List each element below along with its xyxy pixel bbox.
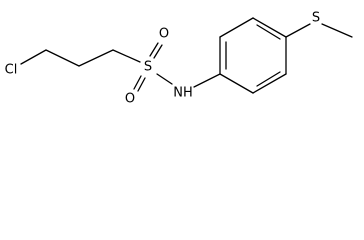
ring-bond-6 xyxy=(219,73,254,94)
bond-c3-s xyxy=(112,49,141,63)
ring-bond-3 xyxy=(252,17,287,38)
ring-inner-bond-2 xyxy=(256,24,281,40)
ring-bond-5 xyxy=(252,73,287,94)
bond-cl-c1 xyxy=(20,49,47,65)
chemical-structure: Cl S O O NH S xyxy=(5,11,353,107)
bond-s-n xyxy=(156,73,173,85)
ring-bond-2 xyxy=(219,17,254,38)
atom-sulfur-sulfonyl: S xyxy=(144,60,152,75)
atom-oxygen-top: O xyxy=(159,27,169,42)
atom-oxygen-bottom: O xyxy=(125,92,135,107)
bond-s-o-top-a xyxy=(149,42,159,57)
bond-s-o-bottom-a xyxy=(133,75,142,90)
atom-sulfur-thioether: S xyxy=(312,11,320,26)
bond-n-ring xyxy=(193,73,221,88)
bond-c1-c2 xyxy=(45,49,80,67)
bond-s-o-bottom-b xyxy=(137,77,146,92)
ring-inner-bond-3 xyxy=(256,71,281,87)
atom-nitrogen-amide: NH xyxy=(173,86,193,101)
bond-ring-s xyxy=(285,23,311,38)
bond-c2-c3 xyxy=(78,49,114,67)
bond-s-o-top-b xyxy=(153,44,163,59)
atom-chlorine: Cl xyxy=(5,63,18,78)
bond-s-methyl xyxy=(321,23,353,38)
